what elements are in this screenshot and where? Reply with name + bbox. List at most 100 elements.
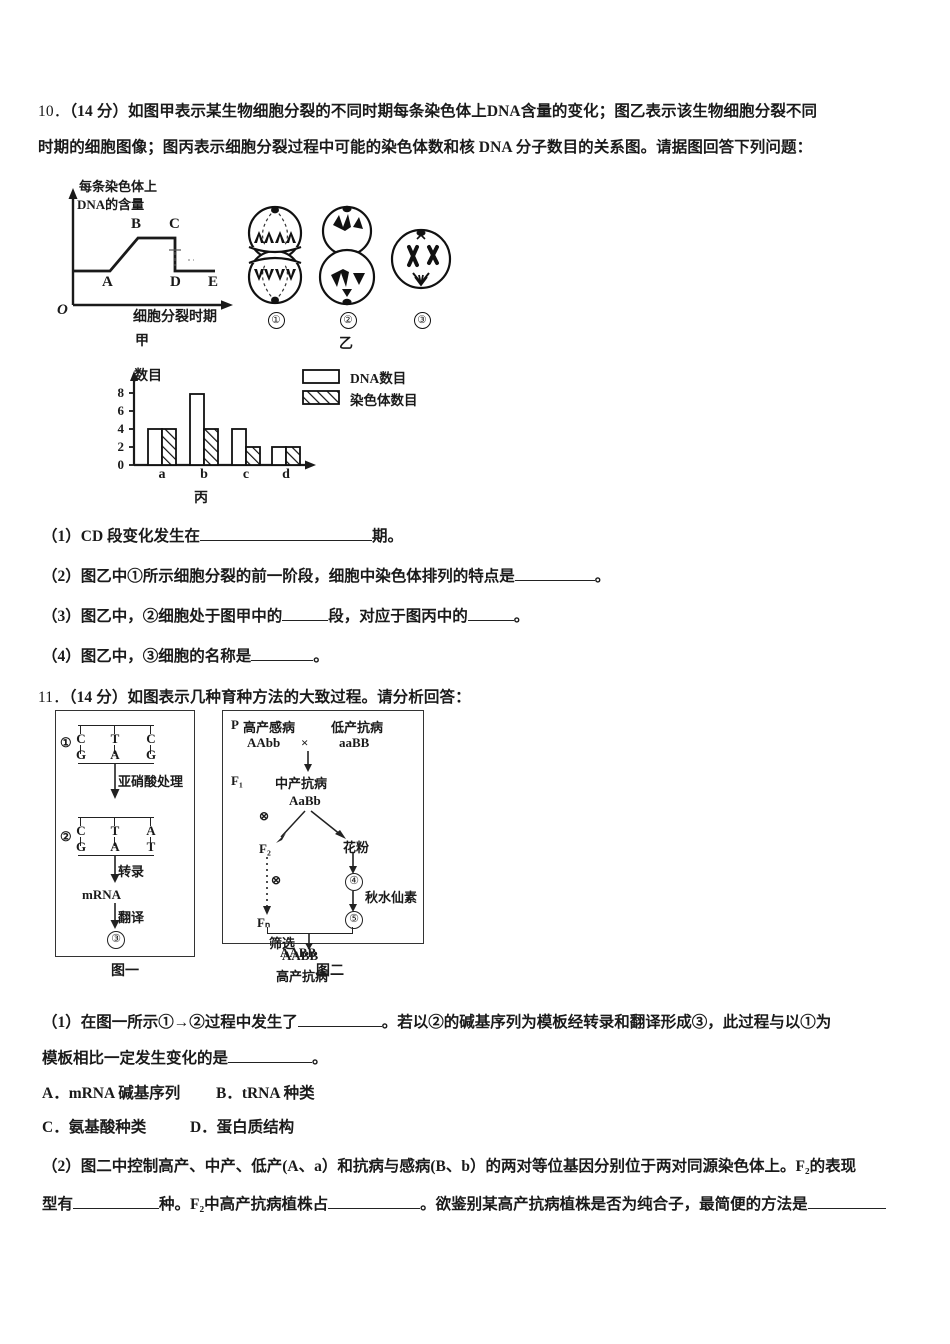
fig1-arrow-3	[110, 903, 120, 929]
option-C-text[interactable]: 氨基酸种类	[68, 1119, 147, 1136]
q10-sub2-blank[interactable]	[514, 565, 595, 581]
q10-sub3-suffix: 。	[513, 608, 530, 625]
jia-point-A: A	[102, 274, 113, 290]
jia-figure-caption: 甲	[135, 334, 149, 349]
bing-xcat-a: a	[158, 467, 166, 482]
fig2-fn-label: Fₙ	[257, 915, 271, 930]
jia-origin-label: O	[57, 302, 68, 318]
jia-x-axis-label: 细胞分裂时期	[133, 310, 217, 325]
bing-y-axis-label: 数目	[134, 369, 162, 384]
fig2-self-symbol-2: ⊗	[271, 873, 282, 887]
option-D-key: D．	[189, 1119, 217, 1136]
fig1-arrow2-label: 转录	[118, 864, 145, 879]
jia-point-D: D	[170, 274, 181, 290]
fig2-f1-genotype: AaBb	[289, 793, 321, 808]
option-A-text[interactable]: mRNA 碱基序列	[68, 1085, 181, 1102]
fig2-result-trait-inner: 高产抗病	[276, 969, 329, 984]
q10-sub4-prefix: （4）图乙中，③细胞的名称是	[42, 648, 252, 665]
bing-legend	[302, 367, 344, 411]
fig1-arrow-1	[110, 763, 120, 799]
question-10-stem-line1: 如图甲表示某生物细胞分裂的不同时期每条染色体上DNA含量的变化；图乙表示该生物细…	[128, 103, 818, 120]
question-11-sub-2-line1: （2）图二中控制高产、中产、低产(A、a）和抗病与感病(B、b）的两对等位基因分…	[42, 1152, 922, 1182]
q10-sub3-blank-1[interactable]	[282, 605, 329, 621]
jia-chart-svg	[68, 188, 233, 310]
q10-sub3-blank-2[interactable]	[467, 605, 514, 621]
fig2-parent1-trait: 高产感病	[243, 720, 296, 735]
fig1-strand2-bottom-1: A	[110, 839, 120, 854]
q11-sub2-blank-3[interactable]	[807, 1193, 886, 1209]
fig2-f2-label: F₂	[259, 841, 271, 856]
option-D-text[interactable]: 蛋白质结构	[216, 1119, 295, 1136]
fig2-pollen-label: 花粉	[343, 840, 370, 855]
fig1-strand1-top-1: T	[110, 731, 120, 746]
figure-yi-cell-images: ① ② ③ 乙	[243, 205, 473, 355]
figure-two-box: P 高产感病 低产抗病 AAbb × aaBB F₁ 中产抗病 AaBb ⊗ F…	[222, 710, 424, 951]
fig1-strand2-bottom-2: T	[146, 839, 156, 854]
bing-ytick-4: 4	[117, 421, 125, 436]
jia-point-C: C	[169, 216, 180, 232]
question-10-sub-2: （2）图乙中①所示细胞分裂的前一阶段，细胞中染色体排列的特点是。	[42, 562, 922, 592]
bing-figure-caption: 丙	[194, 491, 208, 506]
q11-sub2-blank-2[interactable]	[328, 1193, 421, 1209]
figure-one-caption: 图一	[111, 964, 139, 979]
q11-sub2-line2-c: 。欲鉴别某高产抗病植株是否为纯合子，最简便的方法是	[420, 1196, 808, 1213]
fig2-parent2-genotype: aaBB	[339, 735, 370, 750]
question-11-sub-1-line2: 模板相比一定发生变化的是。	[42, 1044, 922, 1074]
q11-sub1-line2-prefix: 模板相比一定发生变化的是	[42, 1050, 229, 1067]
fig2-arrow-pollen-to-4	[349, 853, 357, 874]
question-10-sub-3: （3）图乙中，②细胞处于图甲中的段，对应于图丙中的。	[42, 602, 922, 632]
fig1-strand2-top-1: T	[110, 823, 120, 838]
yi-cells-svg	[247, 205, 452, 306]
fig1-label-1: ①	[60, 735, 72, 750]
fig2-self-symbol-1: ⊗	[259, 809, 270, 823]
figure-bing-bar-chart: 数目	[110, 365, 450, 506]
fig1-strand2-bottom-0: G	[75, 839, 87, 854]
option-B-text[interactable]: tRNA 种类	[241, 1085, 315, 1102]
bing-legend-label-chromosome: 染色体数目	[350, 393, 418, 408]
figure-one-box: ① C T C G A G 亚硝酸处理 ② C T A G A T	[55, 710, 195, 957]
question-11-option-row-CD: C．氨基酸种类 D．蛋白质结构	[42, 1114, 294, 1142]
option-B-key: B．	[215, 1085, 242, 1102]
question-10-sub-4: （4）图乙中，③细胞的名称是 。	[42, 642, 922, 672]
figure-two-caption: 图二	[316, 964, 344, 979]
fig1-strand1-bottom-2: G	[145, 747, 157, 762]
q10-sub1-blank[interactable]	[200, 525, 373, 541]
question-10-number: 10．	[38, 103, 70, 120]
question-11-sub-2-line2: 型有种。F₂中高产抗病植株占。欲鉴别某高产抗病植株是否为纯合子，最简便的方法是	[42, 1190, 922, 1220]
fig2-f1-trait: 中产抗病	[275, 776, 328, 791]
question-10-stem-line2-wrap: 时期的细胞图像；图丙表示细胞分裂过程中可能的染色体数和核 DNA 分子数目的关系…	[38, 132, 916, 163]
q10-sub4-suffix: 。	[313, 648, 329, 665]
jia-point-B: B	[131, 216, 142, 232]
fig1-arrow1-label: 亚硝酸处理	[118, 774, 184, 789]
bing-ytick-2: 2	[117, 439, 125, 454]
fig2-cross-symbol: ×	[301, 735, 309, 750]
fig1-strand1-top-2: C	[146, 731, 156, 746]
cell-label-3: ③	[409, 311, 435, 329]
q11-sub1-blank-1[interactable]	[297, 1011, 382, 1027]
fig2-step-5: ⑤	[345, 911, 363, 929]
fig1-arrow3-label: 翻译	[118, 910, 145, 925]
figure-jia-line-chart: 每条染色体上 DNA的含量 A B C D E O 细胞分裂时期 甲	[55, 178, 255, 353]
q10-sub2-prefix: （2）图乙中①所示细胞分裂的前一阶段，细胞中染色体排列的特点是	[42, 568, 515, 585]
fig2-result-genotype-inner: AABB	[282, 948, 319, 963]
yi-figure-caption: 乙	[339, 337, 353, 352]
q11-sub1-blank-2[interactable]	[228, 1047, 313, 1063]
q11-sub2-line2-a: 型有	[42, 1196, 74, 1213]
question-11-stem-line1: 如图表示几种育种方法的大致过程。请分析回答：	[127, 689, 471, 706]
fig2-f1-label: F₁	[231, 773, 243, 788]
q11-sub2-blank-1[interactable]	[73, 1193, 160, 1209]
fig1-strand1-bottom-1: A	[110, 747, 120, 762]
fig2-parent1-genotype: AAbb	[247, 735, 281, 750]
question-11-option-row-AB: A．mRNA 碱基序列 B．tRNA 种类	[42, 1080, 315, 1108]
bing-ytick-6: 6	[117, 403, 125, 418]
q10-sub4-blank[interactable]	[251, 645, 314, 661]
cell-3-glyph	[390, 228, 452, 290]
bing-xcat-d: d	[282, 467, 290, 482]
q11-sub1-prefix: （1）在图一所示①→②过程中发生了	[42, 1014, 298, 1031]
cell-1-glyph	[247, 205, 303, 305]
cell-label-1-text: ①	[267, 312, 285, 329]
bing-ytick-0: 0	[117, 457, 125, 472]
jia-y-axis-label-line2: DNA的含量	[77, 197, 145, 212]
bing-xcat-b: b	[200, 467, 208, 482]
